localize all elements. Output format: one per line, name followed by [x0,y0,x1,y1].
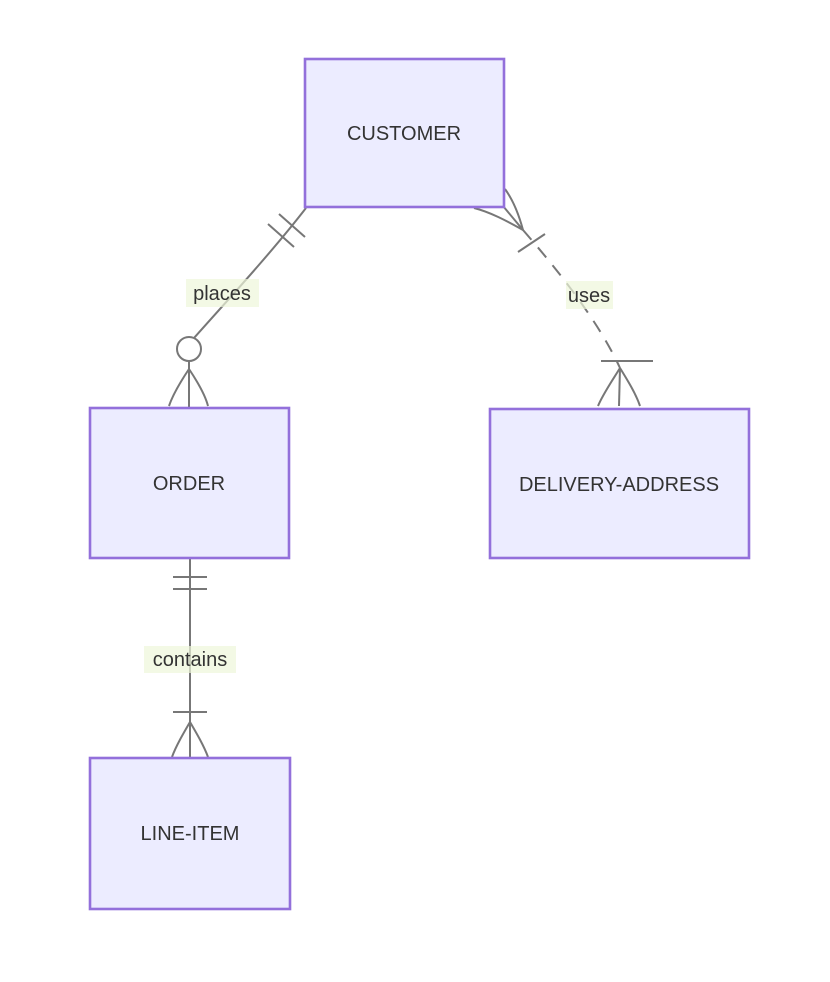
label-background [186,279,259,307]
entity-order: ORDER [88,406,291,560]
entity-box [488,407,751,560]
label-background [144,646,236,673]
entity-name-label: CUSTOMER [347,123,461,145]
cardinality-exactly-one-marker [173,576,207,590]
entity-line-item: LINE-ITEM [88,756,292,911]
cardinality-one-or-many-marker [597,360,653,407]
relationship-uses [473,188,653,407]
entity-customer: CUSTOMER [303,57,506,209]
relationship-label-text: places [193,283,251,305]
uses-edge-line [522,229,621,369]
entity-name-label: DELIVERY-ADDRESS [519,474,719,496]
cardinality-zero-or-many-marker [168,336,209,407]
cardinality-exactly-one-marker [267,213,306,248]
places-edge-line [193,207,307,339]
entity-box [303,57,506,209]
entity-name-label: ORDER [153,473,225,495]
entity-delivery-address: DELIVERY-ADDRESS [488,407,751,560]
cardinality-one-or-many-marker [171,711,209,758]
entity-box [88,406,291,560]
cardinality-one-or-many-marker [473,188,546,253]
relationship-places [168,207,307,407]
entity-box [88,756,292,911]
relationship-label-uses: uses [566,281,613,309]
relationship-label-places: places [186,279,259,307]
relationship-label-text: contains [153,649,228,671]
entity-name-label: LINE-ITEM [141,823,240,845]
label-background [566,281,613,309]
relationship-label-text: uses [568,285,610,307]
relationship-label-contains: contains [144,646,236,673]
